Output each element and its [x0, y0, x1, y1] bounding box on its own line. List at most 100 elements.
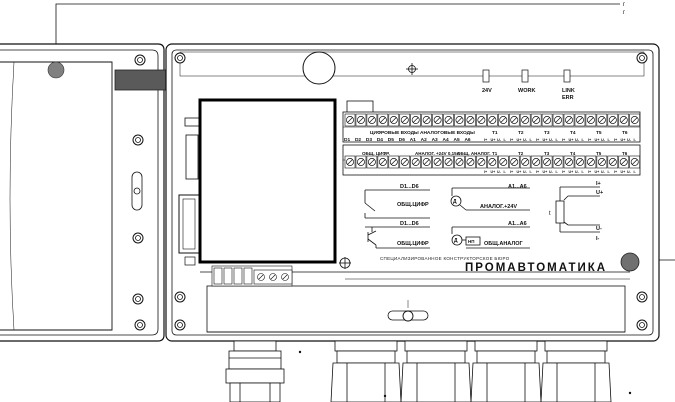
temp-channel-label: T5	[596, 130, 602, 136]
terminal-screw	[585, 155, 597, 169]
temp-pin-label: I+	[614, 138, 618, 142]
terminal-screw	[355, 155, 367, 169]
terminal-screw	[432, 113, 443, 127]
terminal-screw	[454, 113, 465, 127]
led-label-24v: 24V	[482, 88, 492, 94]
terminal-screw	[443, 113, 454, 127]
gland-dot	[628, 391, 632, 395]
terminal-screw	[487, 155, 498, 169]
rtd-pin-i-minus: I-	[596, 236, 600, 242]
led-label-work: WORK	[518, 88, 535, 94]
terminal-screw	[476, 113, 487, 127]
temp-pin-label: U-	[627, 138, 632, 142]
terminal-screw	[541, 113, 553, 127]
terminal-screw	[629, 113, 641, 127]
terminal-screw	[519, 155, 531, 169]
temp-channel-label: T2	[518, 130, 524, 136]
terminal-screw	[443, 155, 454, 169]
bottom-latch	[387, 310, 429, 322]
led-label-err: ERR	[562, 95, 574, 101]
terminal-screw	[366, 113, 378, 127]
terminal-screw	[563, 113, 575, 127]
lower-temp-pin-label: I+	[510, 170, 513, 174]
lower-temp-channel-label: T6	[622, 151, 628, 156]
lower-temp-pin-label: I-	[608, 170, 611, 174]
terminal-screw	[377, 155, 389, 169]
power-module-screw	[339, 257, 351, 269]
lid-grey-marker	[47, 61, 65, 79]
analog-inputs-header: АНАЛОГОВЫЕ ВХОДЫ	[420, 130, 475, 136]
terminal-screw	[596, 155, 608, 169]
temp-pin-label: U+	[517, 138, 523, 142]
lower-temp-pin-label: I+	[614, 170, 617, 174]
terminal-screw	[410, 155, 422, 169]
temp-pin-label: U-	[497, 138, 502, 142]
terminal-screw	[399, 113, 411, 127]
terminal-screw	[344, 155, 356, 169]
wiring-a-range-1: A1...A6	[508, 184, 527, 190]
wiring-common-digital-1: ОБЩ.ЦИФР	[397, 202, 429, 208]
terminal-screw	[497, 155, 509, 169]
terminal-screw	[530, 113, 542, 127]
callout-label-1: г	[623, 2, 626, 8]
temp-pin-label: I+	[536, 138, 540, 142]
crosshair-mark	[406, 63, 418, 75]
temp-pin-label: I-	[634, 138, 637, 142]
terminal-screw	[574, 113, 586, 127]
temp-channel-label: T1	[492, 130, 498, 136]
terminal-screw	[508, 113, 520, 127]
terminal-screw	[465, 113, 476, 127]
lower-temp-pin-label: I-	[504, 170, 507, 174]
bureau-text: СПЕЦИАЛИЗИРОВАННОЕ КОНСТРУКТОРСКОЕ БЮРО	[380, 256, 510, 261]
wiring-common-digital-2: ОБЩ.ЦИФР	[397, 241, 429, 247]
brand-name: ПРОМАВТОМАТИКА	[465, 262, 608, 274]
callout-label-2: г	[623, 10, 626, 16]
temp-channel-label: T4	[570, 130, 576, 136]
lower-temp-pin-label: U+	[543, 170, 548, 174]
fuse-holder	[178, 117, 200, 266]
upper-terminal-label: D3	[366, 137, 372, 143]
cable-gland	[540, 340, 612, 402]
terminal-screw	[530, 155, 542, 169]
terminal-screw	[399, 155, 411, 169]
lower-temp-channel-label: T1	[492, 151, 498, 156]
terminal-screw	[585, 113, 597, 127]
lower-temp-pin-label: U-	[601, 170, 606, 174]
wiring-d-range-2: D1...D6	[400, 221, 419, 227]
rtd-pin-u-plus: U+	[596, 190, 603, 196]
terminal-screw	[574, 155, 586, 169]
rtd-pin-i-plus: I+	[596, 181, 601, 187]
temp-pin-label: U-	[549, 138, 554, 142]
lower-temp-pin-label: I-	[530, 170, 533, 174]
terminal-screw	[618, 155, 630, 169]
terminal-screw	[519, 113, 531, 127]
lower-temp-pin-label: U-	[497, 170, 502, 174]
terminal-screw	[344, 113, 356, 127]
cable-gland	[400, 340, 472, 402]
lower-temp-pin-label: U+	[569, 170, 574, 174]
lower-temp-pin-label: U+	[621, 170, 626, 174]
connector-screw-slot	[270, 274, 276, 280]
terminal-screw	[366, 155, 378, 169]
temp-pin-label: U-	[575, 138, 580, 142]
lower-temp-pin-label: U-	[549, 170, 554, 174]
temp-channel-label: T6	[622, 130, 628, 136]
sensor-symbol-2: Д	[454, 238, 458, 244]
power-module	[198, 98, 337, 264]
terminal-screw	[618, 113, 630, 127]
wiring-d-range-1: D1...D6	[400, 184, 419, 190]
terminal-screw	[552, 113, 564, 127]
cable-gland	[470, 340, 542, 402]
wiring-a-range-2: A1...A6	[508, 221, 527, 227]
temp-pin-label: I-	[582, 138, 585, 142]
small-connector	[211, 265, 293, 287]
wiring-analog-24v: АНАЛОГ.+24V	[480, 204, 517, 210]
terminal-screw	[421, 113, 432, 127]
upper-terminal-block	[342, 111, 641, 143]
lower-temp-pin-label: I+	[484, 170, 487, 174]
upper-terminal-label: A6	[464, 137, 470, 143]
terminal-screw	[432, 155, 443, 169]
cable-gland	[330, 340, 402, 402]
terminal-screw	[410, 113, 422, 127]
analog-power-label: АНАЛОГ. +24V 0,15A	[415, 151, 461, 156]
